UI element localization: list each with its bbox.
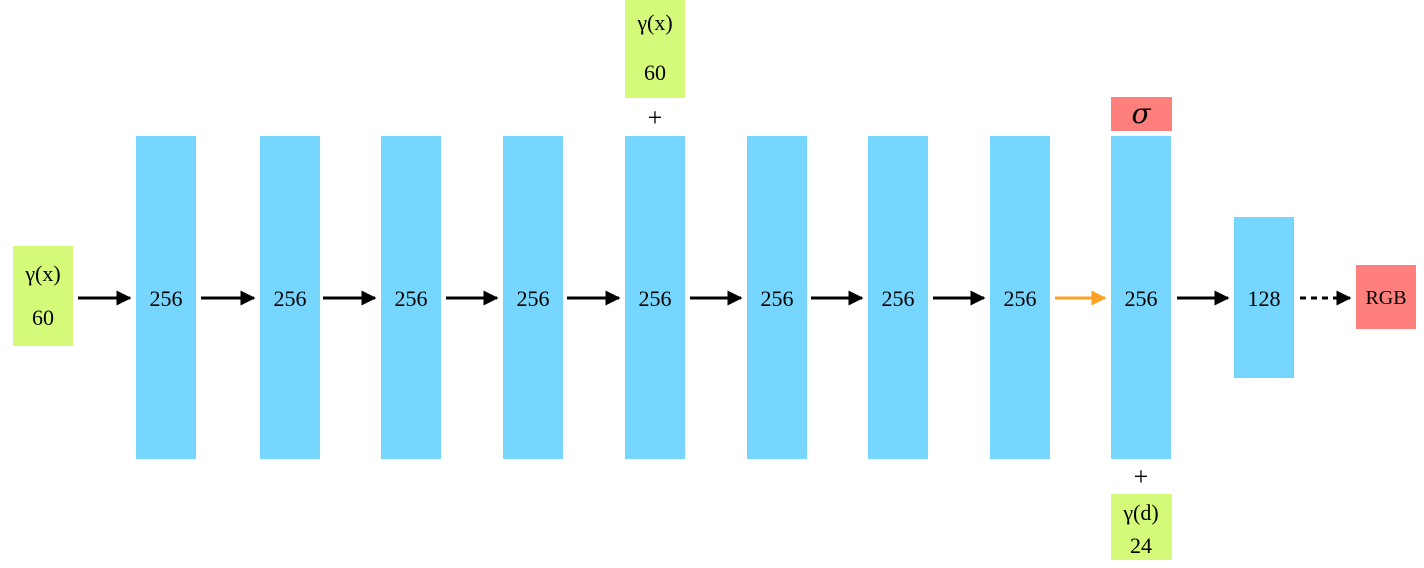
mlp-layer-block [747, 136, 807, 459]
input-x-symbol: γ(x) [24, 261, 60, 286]
skip-plus-sign: + [648, 103, 663, 132]
mlp-layer-6: 256 [747, 136, 807, 459]
input-x-box: γ(x) 60 [13, 246, 73, 346]
density-output-symbol: σ [1131, 97, 1151, 130]
mlp-layer-width-label: 256 [274, 286, 307, 311]
mlp-layer-width-label: 256 [395, 286, 428, 311]
view-input-d-symbol: γ(d) [1122, 500, 1158, 525]
density-output-box: σ [1111, 97, 1172, 131]
mlp-layer-width-label: 256 [882, 286, 915, 311]
mlp-layer-width-label: 256 [150, 286, 183, 311]
skip-input-x-symbol: γ(x) [636, 10, 672, 35]
mlp-layer-block [260, 136, 320, 459]
mlp-layer-width-label: 256 [639, 286, 672, 311]
skip-input-x-box: γ(x) 60 [625, 0, 685, 98]
color-output-label: RGB [1365, 287, 1406, 309]
mlp-layer-block [136, 136, 196, 459]
mlp-layer-width-label: 256 [1125, 286, 1158, 311]
mlp-layer-block [868, 136, 928, 459]
mlp-layer-2: 256 [260, 136, 320, 459]
mlp-layer-8: 256 [990, 136, 1050, 459]
mlp-layer-block [381, 136, 441, 459]
view-plus-sign: + [1134, 462, 1149, 491]
mlp-layer-width-label: 256 [517, 286, 550, 311]
mlp-layer-10: 128 [1234, 217, 1294, 378]
mlp-layer-9: 256 [1111, 136, 1171, 459]
mlp-layer-width-label: 256 [1004, 286, 1037, 311]
mlp-layer-block [625, 136, 685, 459]
skip-input-x-dim: 60 [644, 60, 666, 85]
mlp-layer-block [1234, 217, 1294, 378]
mlp-layer-width-label: 256 [761, 286, 794, 311]
mlp-layer-block [503, 136, 563, 459]
color-output-box: RGB [1356, 265, 1416, 329]
mlp-layer-5: 256 [625, 136, 685, 459]
mlp-layer-4: 256 [503, 136, 563, 459]
mlp-layer-block [1111, 136, 1171, 459]
mlp-layer-1: 256 [136, 136, 196, 459]
view-input-d-box: γ(d) 24 [1111, 494, 1172, 560]
input-x-dim: 60 [32, 305, 54, 330]
mlp-layer-3: 256 [381, 136, 441, 459]
mlp-layer-width-label: 128 [1248, 286, 1281, 311]
view-input-d-dim: 24 [1130, 533, 1152, 558]
mlp-layers: 256 256 256 256 256 256 256 256 256 128 [136, 136, 1294, 459]
mlp-layer-7: 256 [868, 136, 928, 459]
mlp-layer-block [990, 136, 1050, 459]
